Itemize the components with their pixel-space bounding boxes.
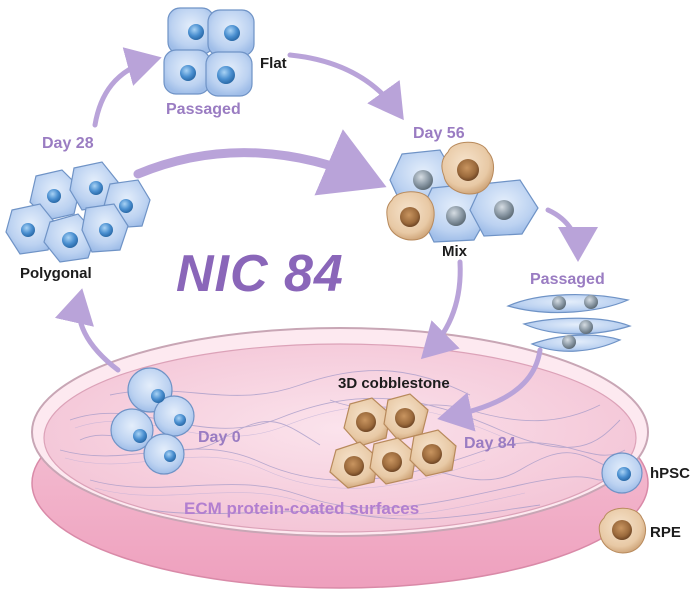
flat-cells — [163, 7, 255, 97]
mix-cells — [386, 141, 539, 243]
label-passaged-right: Passaged — [530, 271, 605, 288]
label-ecm-surfaces: ECM protein-coated surfaces — [184, 499, 420, 518]
day0-cells — [110, 367, 195, 475]
spindle-cells — [506, 294, 632, 352]
label-polygonal: Polygonal — [20, 265, 92, 282]
label-flat: Flat — [260, 55, 287, 72]
polygonal-nuclei — [21, 181, 133, 248]
spindle-nuclei — [552, 295, 598, 349]
label-day28: Day 28 — [42, 135, 94, 152]
legend-label-hpsc: hPSC — [650, 465, 691, 482]
cobblestone-rpe-cells — [329, 393, 457, 489]
label-passaged-top: Passaged — [166, 101, 241, 118]
rpe-cell-icon — [598, 507, 646, 554]
diagram-title: NIC 84 — [176, 245, 344, 303]
label-day56: Day 56 — [413, 125, 465, 142]
label-day84: Day 84 — [464, 435, 516, 452]
label-3d-cobblestone: 3D cobblestone — [338, 375, 450, 392]
label-day0: Day 0 — [198, 429, 241, 446]
legend-label-rpe: RPE — [650, 524, 681, 541]
process-arrows — [54, 47, 598, 432]
label-mix: Mix — [442, 243, 468, 260]
hpsc-cell-icon — [601, 452, 643, 494]
